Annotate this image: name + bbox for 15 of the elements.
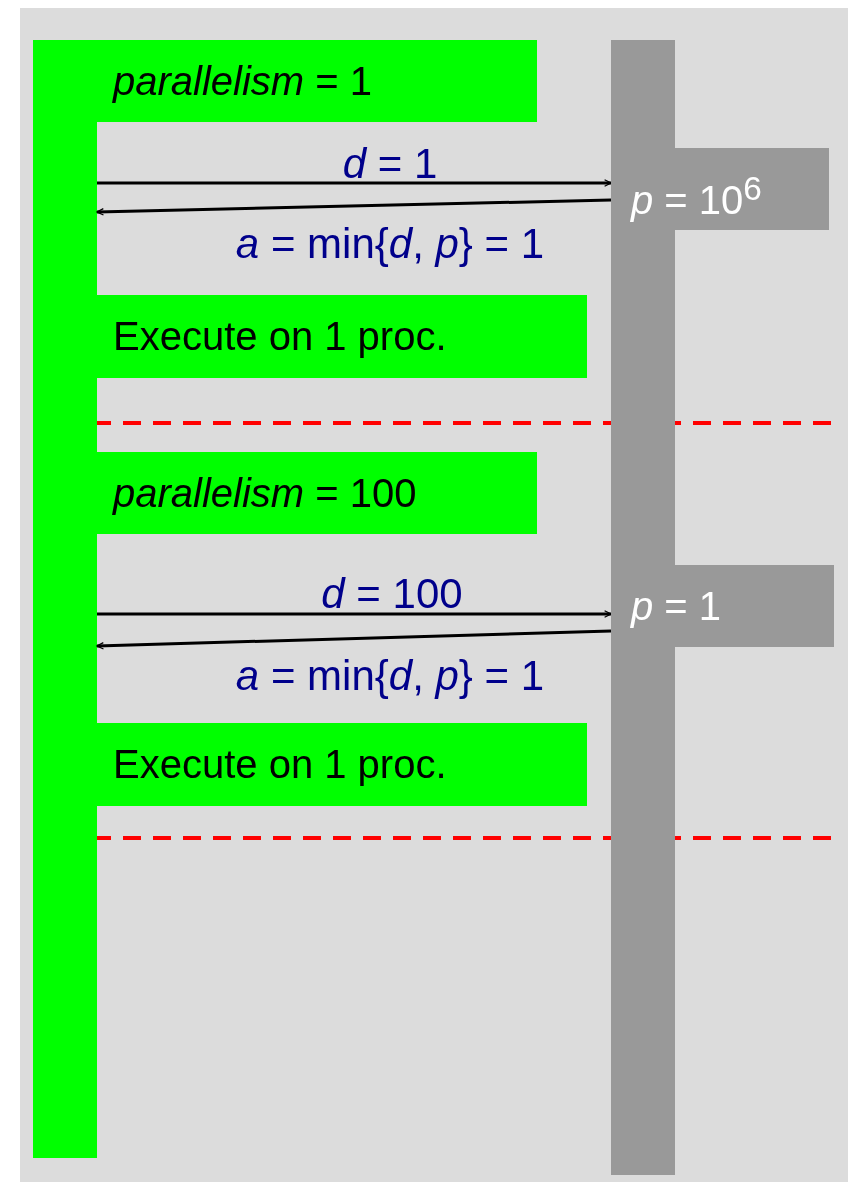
arrow [96, 198, 612, 216]
arrow [97, 179, 612, 187]
lifeline-bar [33, 40, 97, 1158]
process-box: parallelism = 100 [97, 452, 537, 534]
process-box: Execute on 1 proc. [97, 723, 587, 806]
process-box: parallelism = 1 [97, 40, 537, 122]
arrow [96, 629, 612, 650]
edge-label: d = 1 [342, 140, 438, 188]
process-box: Execute on 1 proc. [97, 295, 587, 378]
arrow [97, 610, 612, 618]
edge-label: d = 100 [321, 570, 463, 618]
state-box: p = 1 [611, 565, 834, 647]
edge-label: a = min{d, p} = 1 [235, 652, 545, 700]
edge-label: a = min{d, p} = 1 [235, 220, 545, 268]
state-box: p = 10$^{6}$ [611, 148, 829, 230]
